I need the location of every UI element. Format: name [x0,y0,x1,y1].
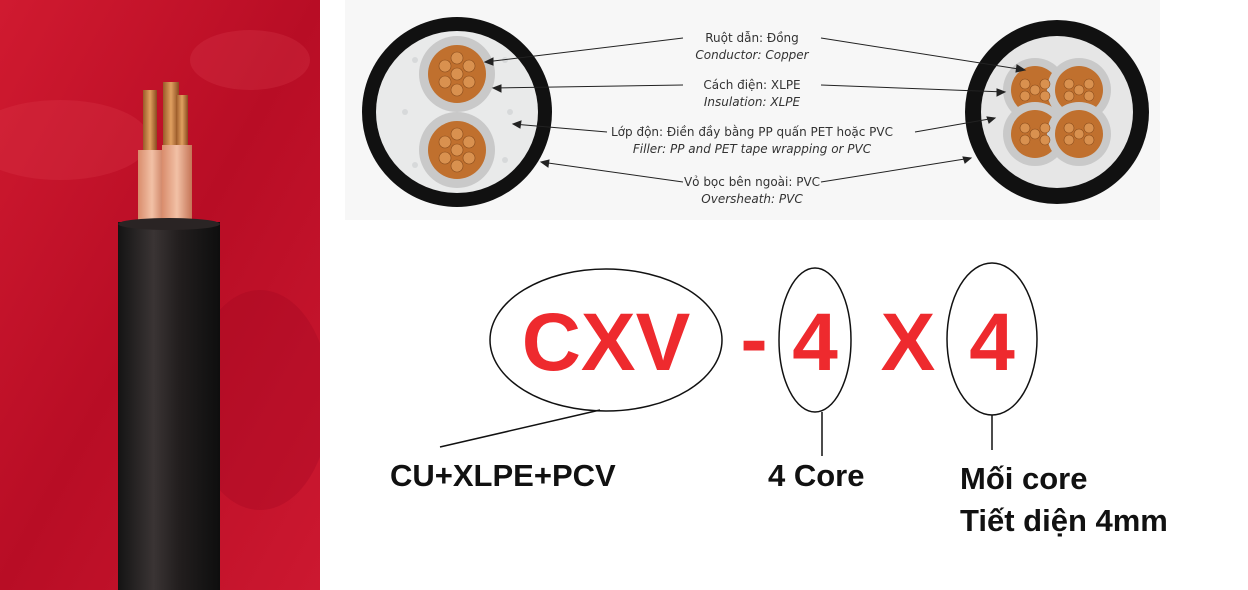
cores-ellipse [778,267,852,413]
cores-caption: 4 Core [768,458,864,493]
four-core-cross-section [965,20,1149,204]
leader-lines [483,37,1027,183]
cable-sheath [118,222,220,590]
copper-conductor [143,82,188,165]
oversheath-label-vi: Vỏ bọc bên ngoài: PVC [684,175,820,189]
insulation-label-vi: Cách điện: XLPE [703,78,800,92]
code-type: CXV [522,297,691,388]
code-dash: - [740,294,767,385]
two-core-cross-section [362,17,552,207]
cable-code-explainer: CXV - 4 X 4 CU+XLPE+PCV 4 Core Mối core … [390,262,1168,538]
type-ellipse [489,268,723,412]
code-size: 4 [969,297,1015,388]
filler-label-en: Filler: PP and PET tape wrapping or PVC [633,142,872,156]
cable-cross-section-diagram: Ruột dẫn: Đồng Conductor: Copper Cách đi… [345,0,1160,220]
type-connector [439,409,601,448]
code-cores: 4 [792,297,838,388]
oversheath-label-en: Oversheath: PVC [701,192,803,206]
core-insulation [138,145,192,230]
cable-photo [0,0,320,590]
insulation-label-en: Insulation: XLPE [704,95,801,109]
size-caption-line2: Tiết diện 4mm [960,503,1168,538]
conductor-label-en: Conductor: Copper [695,48,809,62]
filler-label-vi: Lớp độn: Điền đầy bằng PP quấn PET hoặc … [611,125,893,139]
conductor-label-vi: Ruột dẫn: Đồng [705,31,799,45]
code-times: X [881,297,936,388]
size-caption-line1: Mối core [960,461,1087,496]
type-caption: CU+XLPE+PCV [390,458,616,493]
